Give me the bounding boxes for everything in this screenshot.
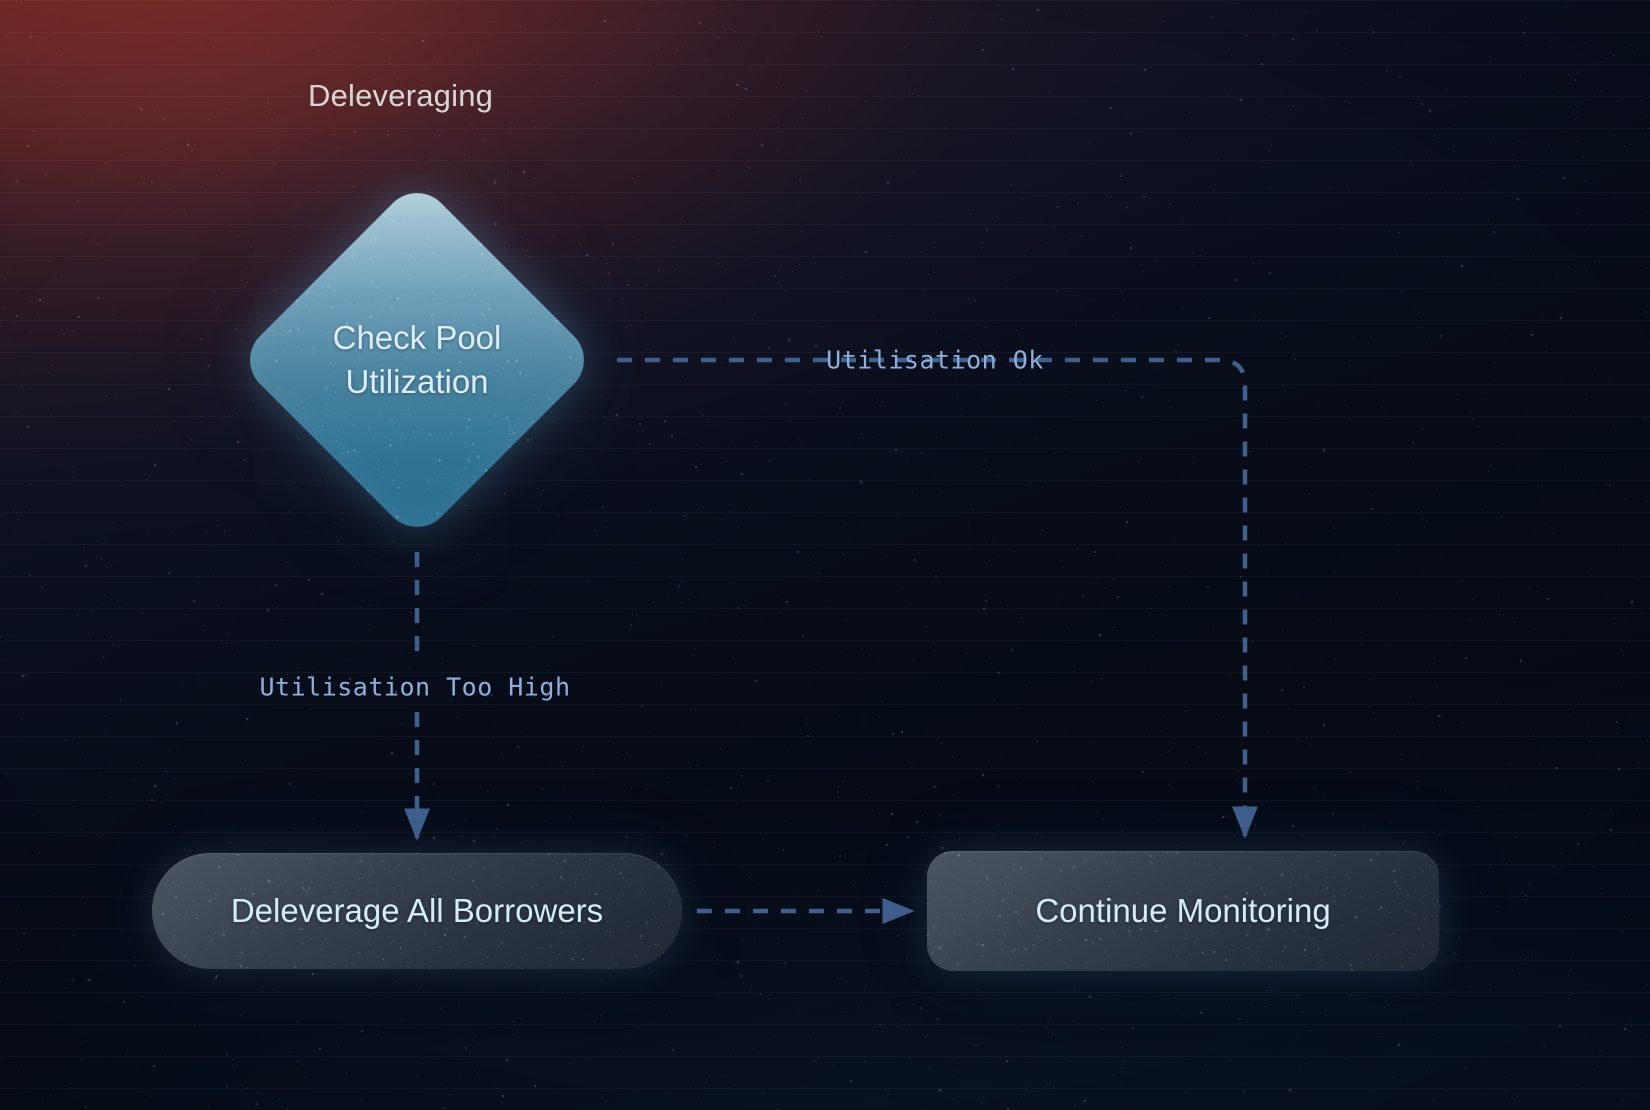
node-label-line-2: Utilization <box>267 360 567 404</box>
node-label-line-1: Check Pool <box>267 316 567 360</box>
node-label-continue-monitoring: Continue Monitoring <box>1009 892 1356 930</box>
edge-utilisation-ok <box>617 360 1245 836</box>
node-deleverage-all-borrowers[interactable]: Deleverage All Borrowers <box>152 853 682 969</box>
node-continue-monitoring[interactable]: Continue Monitoring <box>927 851 1439 971</box>
edge-label-utilisation-too-high: Utilisation Too High <box>259 673 570 702</box>
node-label-deleverage-all-borrowers: Deleverage All Borrowers <box>205 892 629 930</box>
node-check-pool-utilization[interactable]: Check Pool Utilization <box>236 179 598 541</box>
node-label-check-pool-utilization: Check Pool Utilization <box>267 316 567 403</box>
edge-label-utilisation-ok: Utilisation Ok <box>826 346 1044 375</box>
